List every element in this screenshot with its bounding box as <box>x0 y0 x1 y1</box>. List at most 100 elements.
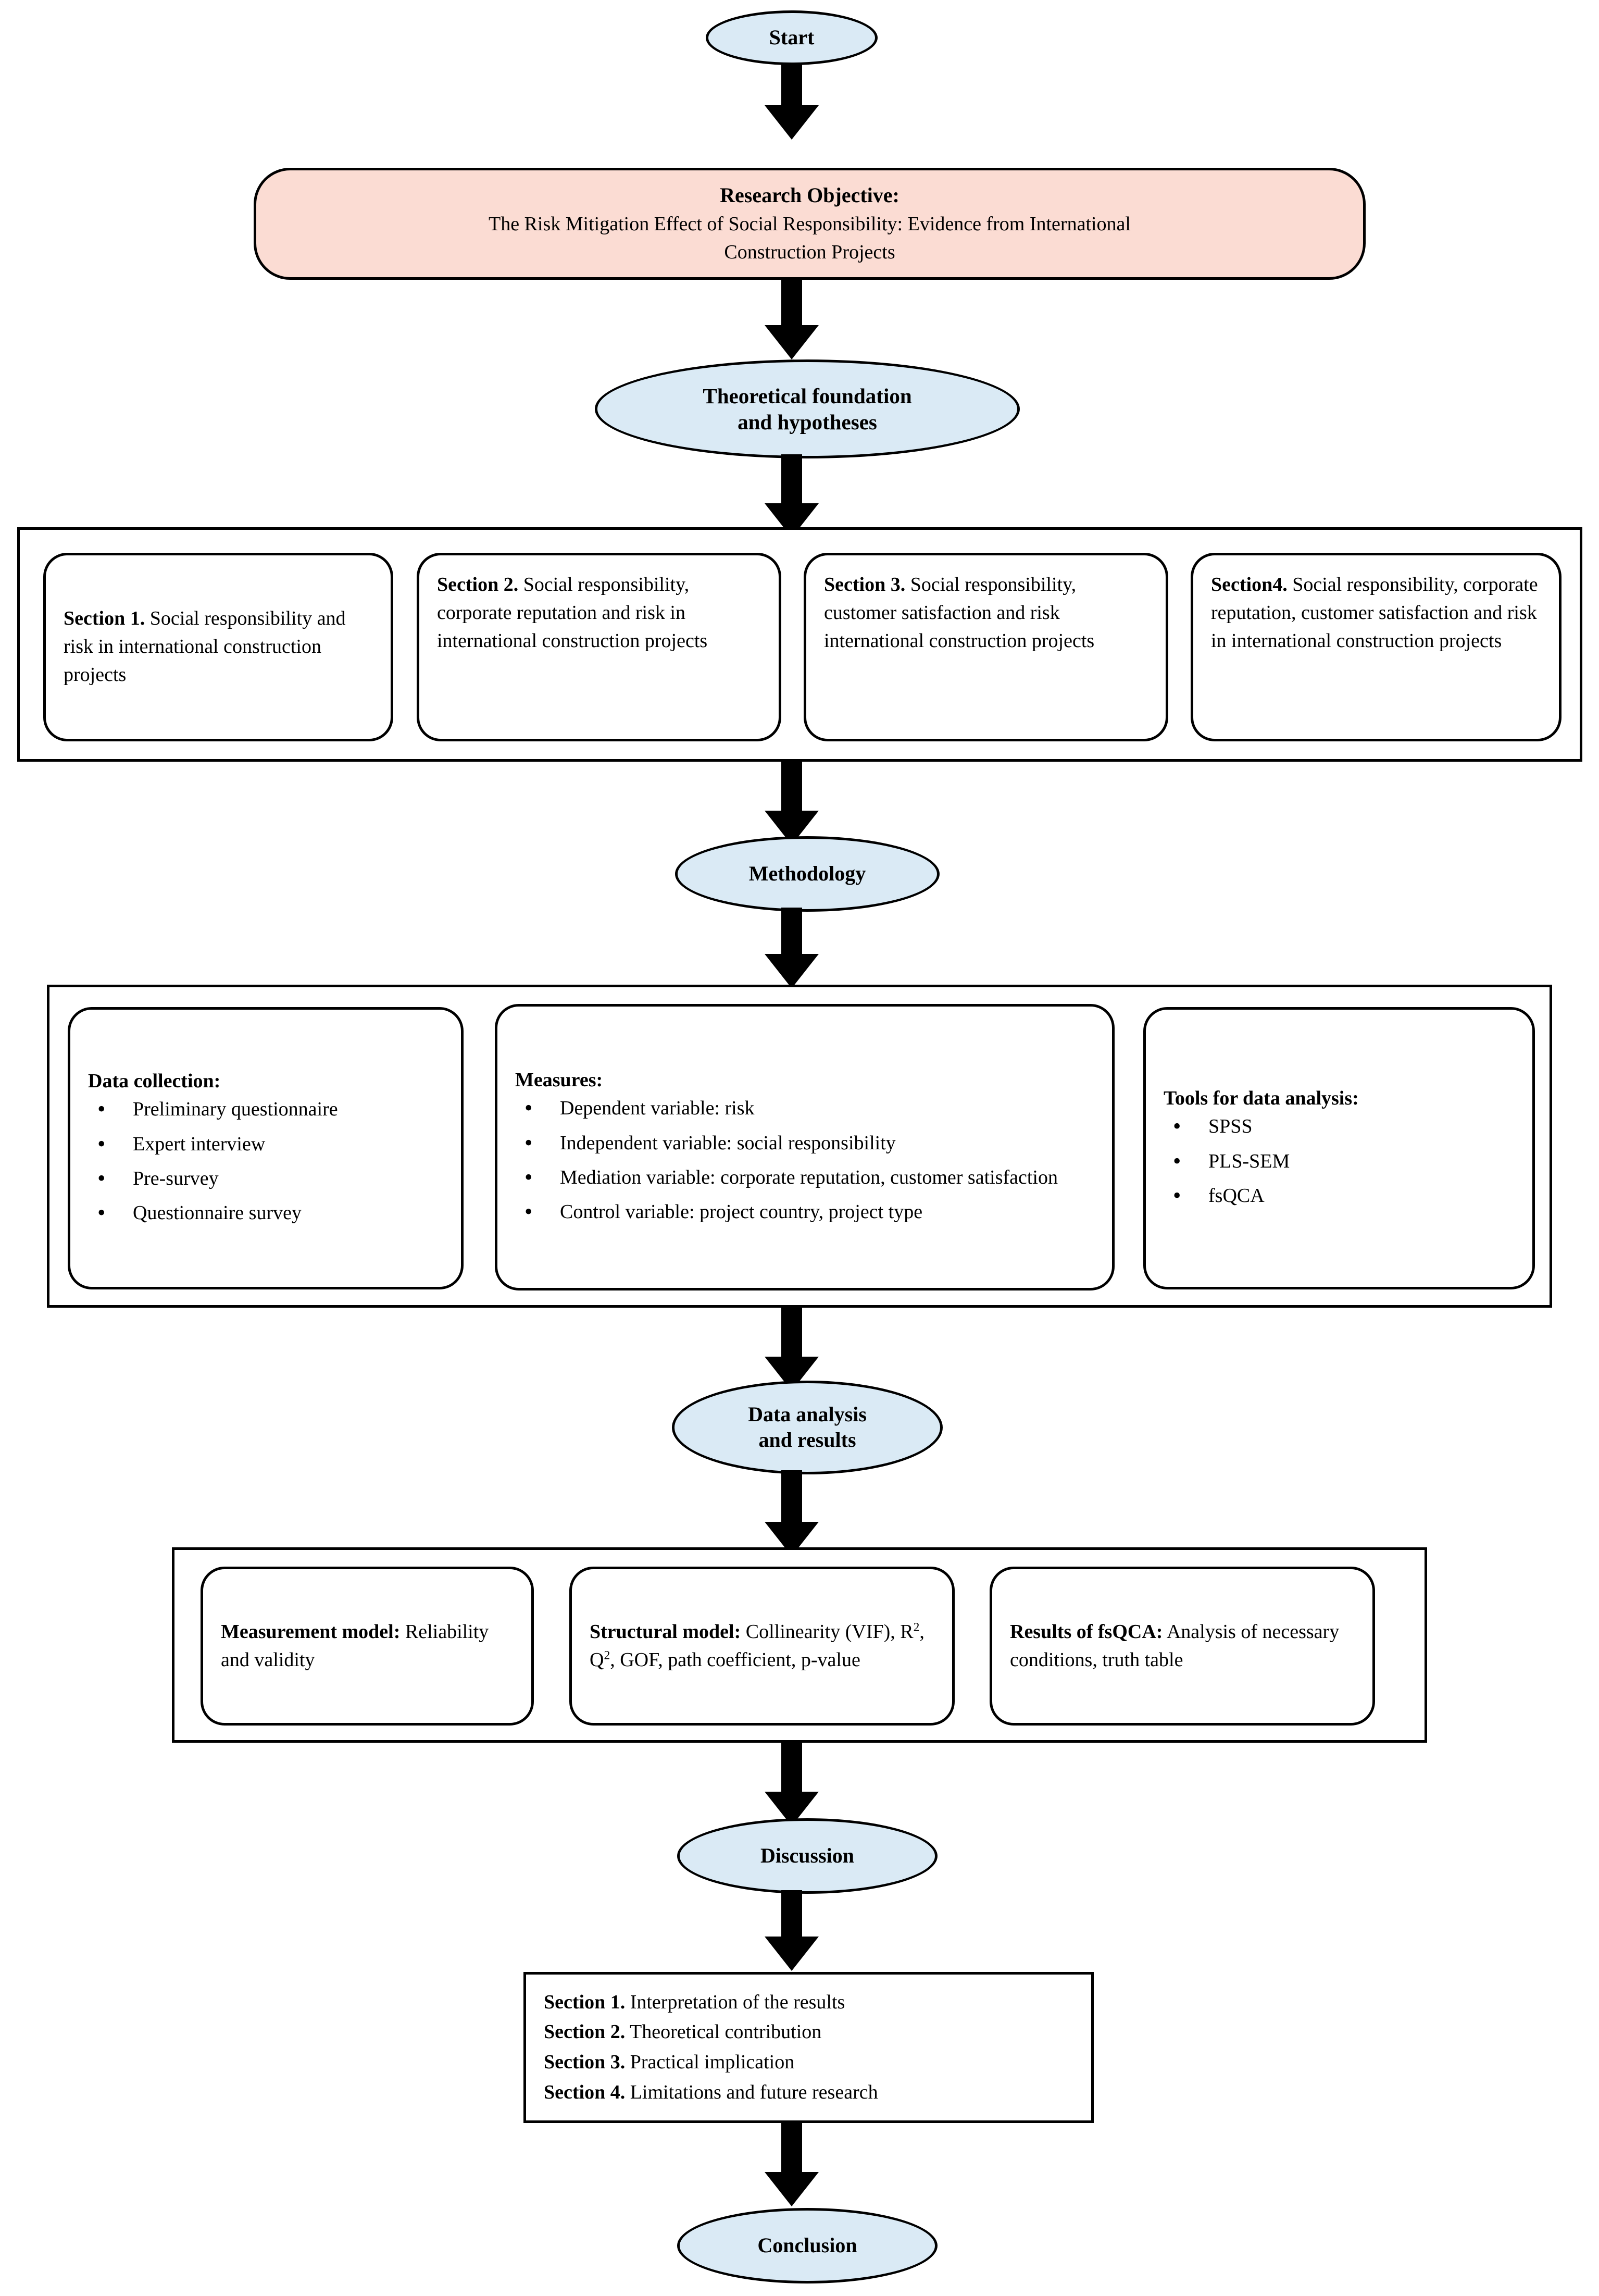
fsqca-results-body: Analysis of necessary conditions, truth … <box>1010 1620 1340 1671</box>
structural-model-box[interactable]: Structural model: Collinearity (VIF), R2… <box>569 1567 955 1726</box>
discussion-section-3-label: Section 3. <box>544 2051 626 2073</box>
list-item: PLS-SEM <box>1164 1146 1515 1177</box>
structural-model-sup-2: 2 <box>604 1648 610 1662</box>
list-item: fsQCA <box>1164 1180 1515 1212</box>
section-box-2[interactable]: Section 2. Social responsibility, corpor… <box>417 553 781 741</box>
structural-model-sup-1: 2 <box>913 1620 920 1634</box>
section-box-4-label: Section4. <box>1211 574 1288 595</box>
section-box-2-label: Section 2. <box>437 574 519 595</box>
discussion-section-2-label: Section 2. <box>544 2021 626 2043</box>
node-methodology[interactable]: Methodology <box>675 836 940 912</box>
structural-model-after: , GOF, path coefficient, p-value <box>610 1648 860 1671</box>
tools-heading: Tools for data analysis: <box>1164 1087 1359 1110</box>
section-box-3-text: Section 3. Social responsibility, custom… <box>806 555 1166 671</box>
discussion-section-2-body: Theoretical contribution <box>625 2021 822 2043</box>
arrow-discussion-to-sections <box>765 1890 819 1971</box>
section-box-3-body: Social responsibility, customer satisfac… <box>824 574 1095 652</box>
arrow-start-to-objective <box>765 64 819 140</box>
node-data-analysis[interactable]: Data analysis and results <box>672 1381 943 1474</box>
measures-content: Measures: Dependent variable: risk Indep… <box>497 1053 1112 1242</box>
theory-line-2: and hypotheses <box>738 410 877 434</box>
data-collection-list: Preliminary questionnaire Expert intervi… <box>88 1094 443 1230</box>
discussion-section-3: Section 3. Practical implication <box>544 2047 1073 2078</box>
list-item: Mediation variable: corporate reputation… <box>515 1162 1094 1194</box>
data-collection-heading: Data collection: <box>88 1070 221 1093</box>
list-item: Independent variable: social responsibil… <box>515 1127 1094 1159</box>
discussion-section-3-body: Practical implication <box>625 2051 795 2073</box>
objective-line-2: Construction Projects <box>724 241 895 263</box>
structural-model-before: Collinearity (VIF), R <box>741 1620 914 1643</box>
arrow-blocks-to-data-analysis <box>765 1308 819 1391</box>
list-item: Preliminary questionnaire <box>88 1094 443 1125</box>
theory-sections-container: Section 1. Social responsibility and ris… <box>17 527 1582 762</box>
fsqca-results-heading: Results of fsQCA: <box>1010 1620 1163 1643</box>
tools-content: Tools for data analysis: SPSS PLS-SEM fs… <box>1146 1071 1532 1225</box>
section-box-1-text: Section 1. Social responsibility and ris… <box>46 589 391 705</box>
tools-list: SPSS PLS-SEM fsQCA <box>1164 1111 1515 1212</box>
arrow-sections-to-conclusion <box>765 2123 819 2206</box>
node-start-label: Start <box>769 26 815 49</box>
discussion-section-2: Section 2. Theoretical contribution <box>544 2017 1073 2047</box>
section-box-2-body: Social responsibility, corporate reputat… <box>437 574 708 652</box>
objective-heading: Research Objective: <box>720 183 900 207</box>
list-item: Questionnaire survey <box>88 1197 443 1229</box>
discussion-sections-content: Section 1. Interpretation of the results… <box>526 1972 1091 2124</box>
data-collection-box[interactable]: Data collection: Preliminary questionnai… <box>68 1007 464 1289</box>
node-discussion[interactable]: Discussion <box>677 1818 938 1894</box>
node-theoretical-foundation[interactable]: Theoretical foundation and hypotheses <box>595 359 1020 458</box>
section-box-4-body: Social responsibility, corporate reputat… <box>1211 574 1538 652</box>
fsqca-results-box[interactable]: Results of fsQCA: Analysis of necessary … <box>990 1567 1375 1726</box>
measurement-model-body: Reliability and validity <box>221 1620 489 1671</box>
data-collection-content: Data collection: Preliminary questionnai… <box>70 1054 461 1243</box>
theory-line-1: Theoretical foundation <box>703 383 912 408</box>
discussion-section-4-label: Section 4. <box>544 2081 626 2103</box>
structural-model-mid: , Q <box>590 1620 925 1671</box>
section-box-3-label: Section 3. <box>824 574 906 595</box>
arrow-models-to-discussion <box>765 1743 819 1826</box>
section-box-4-text: Section4. Social responsibility, corpora… <box>1193 555 1559 671</box>
data-analysis-line-2: and results <box>758 1428 856 1451</box>
measurement-model-text: Measurement model: Reliability and valid… <box>203 1603 531 1690</box>
section-box-1-label: Section 1. <box>64 607 145 630</box>
section-box-2-text: Section 2. Social responsibility, corpor… <box>419 555 779 671</box>
arrow-objective-to-theory <box>765 279 819 359</box>
discussion-section-4-body: Limitations and future research <box>625 2081 878 2103</box>
node-research-objective[interactable]: Research Objective: The Risk Mitigation … <box>254 168 1366 280</box>
discussion-label: Discussion <box>760 1844 855 1868</box>
section-box-1[interactable]: Section 1. Social responsibility and ris… <box>43 553 393 741</box>
discussion-section-1: Section 1. Interpretation of the results <box>544 1988 1073 2018</box>
methodology-label: Methodology <box>748 862 866 886</box>
node-conclusion[interactable]: Conclusion <box>677 2208 938 2283</box>
list-item: Control variable: project country, proje… <box>515 1196 1094 1228</box>
fsqca-results-text: Results of fsQCA: Analysis of necessary … <box>992 1603 1372 1690</box>
list-item: Pre-survey <box>88 1163 443 1195</box>
section-box-3[interactable]: Section 3. Social responsibility, custom… <box>804 553 1168 741</box>
data-analysis-line-1: Data analysis <box>748 1403 867 1426</box>
conclusion-label: Conclusion <box>757 2233 857 2257</box>
discussion-section-1-label: Section 1. <box>544 1991 626 2013</box>
section-box-4[interactable]: Section4. Social responsibility, corpora… <box>1191 553 1561 741</box>
structural-model-heading: Structural model: <box>590 1620 741 1643</box>
methodology-container: Data collection: Preliminary questionnai… <box>47 985 1552 1308</box>
discussion-sections-box[interactable]: Section 1. Interpretation of the results… <box>523 1972 1094 2123</box>
arrow-data-analysis-to-models <box>765 1470 819 1556</box>
measures-box[interactable]: Measures: Dependent variable: risk Indep… <box>495 1004 1115 1290</box>
measures-heading: Measures: <box>515 1069 603 1091</box>
discussion-section-1-body: Interpretation of the results <box>625 1991 845 2013</box>
node-start[interactable]: Start <box>706 10 878 65</box>
measures-list: Dependent variable: risk Independent var… <box>515 1093 1094 1228</box>
objective-line-1: The Risk Mitigation Effect of Social Res… <box>489 213 1131 235</box>
structural-model-text: Structural model: Collinearity (VIF), R2… <box>572 1603 952 1690</box>
list-item: SPSS <box>1164 1111 1515 1143</box>
discussion-section-4: Section 4. Limitations and future resear… <box>544 2078 1073 2108</box>
section-box-1-body: Social responsibility and risk in intern… <box>64 607 346 686</box>
analysis-models-container: Measurement model: Reliability and valid… <box>172 1547 1427 1743</box>
measurement-model-box[interactable]: Measurement model: Reliability and valid… <box>201 1567 534 1726</box>
arrow-methodology-to-blocks <box>765 908 819 988</box>
measurement-model-heading: Measurement model: <box>221 1620 401 1643</box>
tools-box[interactable]: Tools for data analysis: SPSS PLS-SEM fs… <box>1143 1007 1535 1289</box>
arrow-theory-to-sections <box>765 454 819 538</box>
list-item: Dependent variable: risk <box>515 1093 1094 1124</box>
arrow-sections-to-methodology <box>765 762 819 845</box>
